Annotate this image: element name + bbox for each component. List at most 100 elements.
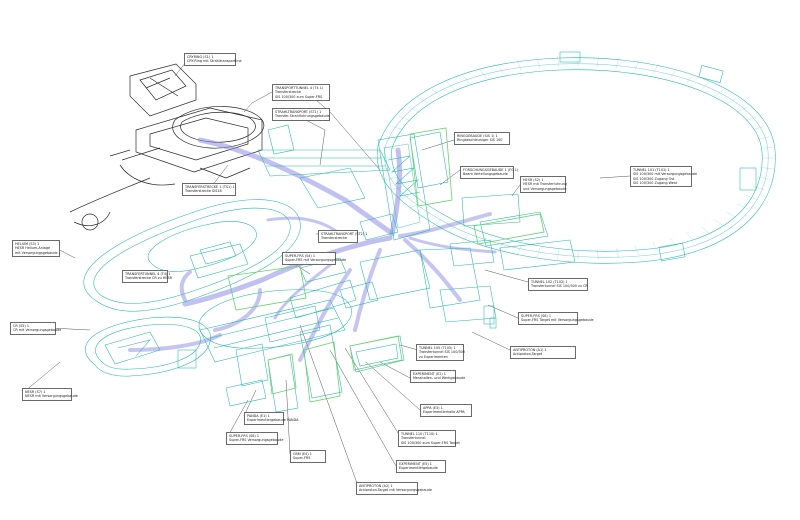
exp-small-b	[489, 317, 497, 329]
ring-tick	[669, 237, 677, 247]
leader-line	[599, 175, 631, 179]
leader-line	[243, 389, 257, 417]
ring-tick	[517, 60, 522, 71]
existing-hall-inner	[149, 117, 249, 161]
sis100-access-west	[739, 167, 757, 191]
sis100-ring	[376, 57, 776, 264]
sis100-access-north	[559, 51, 581, 63]
exp-small-a	[483, 305, 495, 325]
ring-tick	[686, 232, 694, 241]
beamline-exp-4	[408, 236, 497, 254]
leader-line	[471, 331, 511, 351]
ring-tick	[757, 136, 770, 140]
ring-tick	[386, 176, 399, 180]
hesr-helium-plant	[189, 243, 249, 279]
ring-tick	[652, 64, 658, 75]
ring-tick	[419, 211, 430, 219]
ring-tick	[446, 82, 455, 90]
ring-tick	[746, 116, 758, 121]
ring-tick	[597, 56, 599, 67]
leader-line	[329, 349, 397, 467]
ring-tick	[701, 82, 710, 90]
ring-tick	[391, 186, 404, 190]
leader-line	[301, 117, 326, 166]
leader-line	[344, 347, 401, 437]
ring-tick	[498, 64, 504, 75]
ring-tick	[537, 58, 540, 69]
ring-tick	[408, 203, 419, 210]
ring-tick	[462, 75, 470, 84]
existing-facility	[69, 63, 265, 231]
leader-line	[421, 139, 455, 151]
ring-tick	[391, 126, 404, 130]
ring-tick	[686, 75, 694, 84]
new-build-hall-right	[473, 213, 545, 245]
ring-tick	[517, 245, 522, 256]
new-build-lower-a	[267, 353, 297, 395]
sis100-ring-inner	[391, 69, 763, 252]
beamline-exp-1	[403, 238, 462, 302]
existing-sis18-ring	[172, 106, 265, 149]
ring-tick	[752, 126, 765, 130]
leader-line	[23, 361, 61, 393]
ring-tick	[760, 147, 773, 149]
lower-hall-b	[299, 324, 343, 399]
hesr-ring	[83, 199, 301, 312]
ring-tick	[634, 245, 639, 256]
super-frs-tunnel	[289, 279, 357, 319]
leader-line	[487, 304, 519, 319]
ring-tick	[701, 226, 710, 234]
ring-tick	[446, 226, 455, 234]
ring-tick	[726, 211, 737, 219]
beamline-cr	[213, 288, 262, 332]
ring-tick	[386, 136, 399, 140]
leader-line	[379, 361, 411, 379]
beamline-sis100-extraction	[389, 147, 403, 237]
ring-tick	[398, 195, 410, 200]
beamline-to-hesr	[182, 235, 393, 307]
panda-hall	[349, 335, 405, 373]
leader-line	[243, 91, 273, 113]
sis100-access-south	[658, 242, 686, 262]
research-building	[409, 131, 449, 189]
ring-tick	[760, 167, 773, 169]
beamline-nesr	[128, 333, 222, 352]
ring-tick	[419, 97, 430, 105]
beamline-exp-3	[273, 263, 332, 320]
nesr-supply	[104, 331, 161, 365]
building-texture	[382, 56, 774, 260]
exp-center	[359, 249, 431, 301]
ring-tick	[479, 69, 487, 79]
nesr-ring	[85, 316, 211, 377]
ring-tick	[714, 219, 724, 227]
existing-building	[129, 63, 197, 117]
hall-right-d	[449, 239, 495, 267]
beamlines	[128, 137, 497, 362]
exp-appa	[439, 285, 497, 323]
ring-tick	[557, 56, 559, 67]
leader-line	[484, 269, 529, 283]
ring-tick	[757, 176, 770, 180]
ring-tick	[746, 195, 758, 200]
strahlfuhrung-block	[299, 167, 366, 209]
ring-tick	[714, 89, 724, 97]
beamline-transfer-sis18	[197, 137, 393, 235]
ring-tick	[462, 232, 470, 241]
ring-tick	[634, 60, 639, 71]
ring-tick	[479, 237, 487, 247]
new-construction	[227, 127, 545, 403]
hesr-inner-ring	[147, 221, 257, 272]
new-build-sis100-ext	[409, 127, 453, 207]
ring-tick	[652, 241, 658, 252]
